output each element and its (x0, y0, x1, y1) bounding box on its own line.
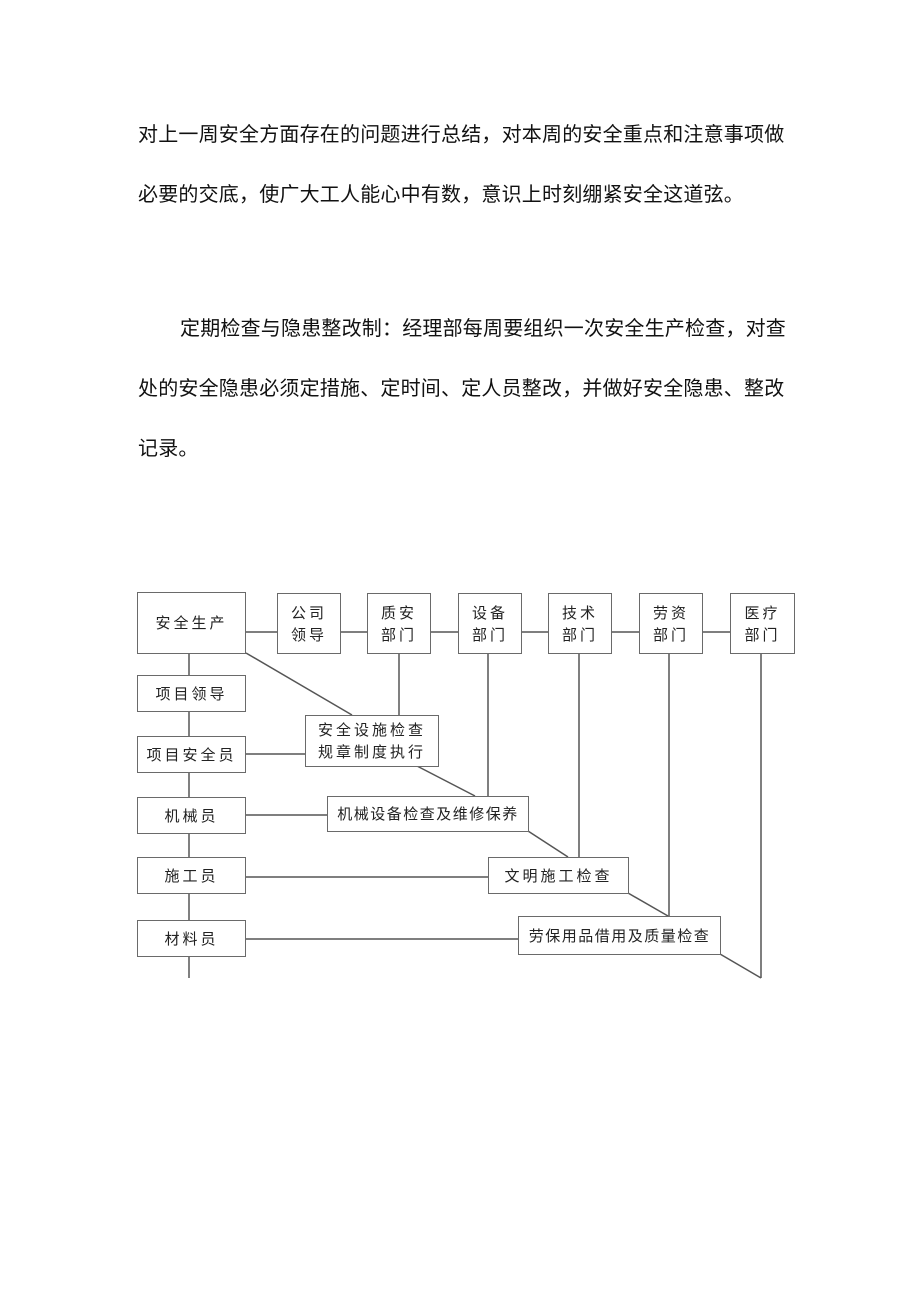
node-machine-check: 机械设备检查及维修保养 (327, 796, 529, 832)
node-civilized-construction-check: 文明施工检查 (488, 857, 629, 894)
node-mechanic: 机械员 (137, 797, 246, 834)
node-project-leader: 项目领导 (137, 675, 246, 712)
node-labor-protection-check: 劳保用品借用及质量检查 (518, 916, 721, 955)
node-equipment-dept: 设备 部门 (458, 593, 522, 654)
paragraph-weekly-summary: 对上一周安全方面存在的问题进行总结，对本周的安全重点和注意事项做必要的交底，使广… (138, 122, 785, 206)
node-material-officer: 材料员 (137, 920, 246, 957)
node-safety-production: 安全生产 (137, 592, 246, 654)
paragraph-regular-inspection: 定期检查与隐患整改制：经理部每周要组织一次安全生产检查，对查处的安全隐患必须定措… (138, 316, 786, 460)
node-labor-dept: 劳资 部门 (639, 593, 703, 654)
node-medical-dept: 医疗 部门 (730, 593, 795, 654)
node-technical-dept: 技术 部门 (548, 593, 612, 654)
node-project-safety-officer: 项目安全员 (137, 736, 246, 773)
node-quality-safety-dept: 质安 部门 (367, 593, 431, 654)
node-constructor: 施工员 (137, 857, 246, 894)
node-company-leaders: 公司 领导 (277, 593, 341, 654)
node-facility-check: 安全设施检查 规章制度执行 (305, 715, 439, 767)
